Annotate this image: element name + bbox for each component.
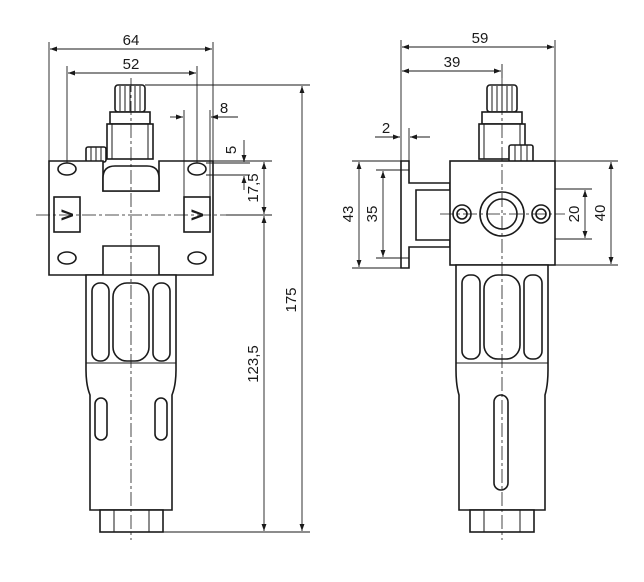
dim-width-holes: 52 — [123, 56, 140, 73]
dim-bracket-thickness: 2 — [382, 120, 390, 137]
front-port-left: V — [53, 196, 81, 233]
side-mount-bracket — [400, 160, 451, 269]
dim-port-offset: 8 — [220, 100, 228, 117]
front-port-right: V — [183, 196, 211, 233]
dim-height-below-port: 123,5 — [245, 345, 262, 383]
dim-hole-spacing: 20 — [566, 206, 583, 223]
dim-depth-bracket: 39 — [444, 54, 461, 71]
dim-bracket-height: 43 — [340, 206, 357, 223]
front-view: V V 64 52 — [36, 32, 310, 540]
dim-depth-total: 59 — [472, 30, 489, 47]
front-bowl — [85, 274, 177, 533]
side-bowl — [455, 264, 549, 533]
dim-bracket-slot: 35 — [364, 206, 381, 223]
front-adjust-knob — [106, 84, 154, 160]
front-mount-holes — [57, 162, 207, 265]
dim-port-height: 17,5 — [245, 173, 262, 202]
dim-hole-offset: 5 — [223, 146, 240, 154]
side-view: 59 39 2 43 35 20 40 — [340, 30, 618, 540]
dim-body-height: 40 — [592, 205, 609, 222]
dim-height-total: 175 — [283, 287, 300, 312]
dim-width-total: 64 — [123, 32, 140, 49]
